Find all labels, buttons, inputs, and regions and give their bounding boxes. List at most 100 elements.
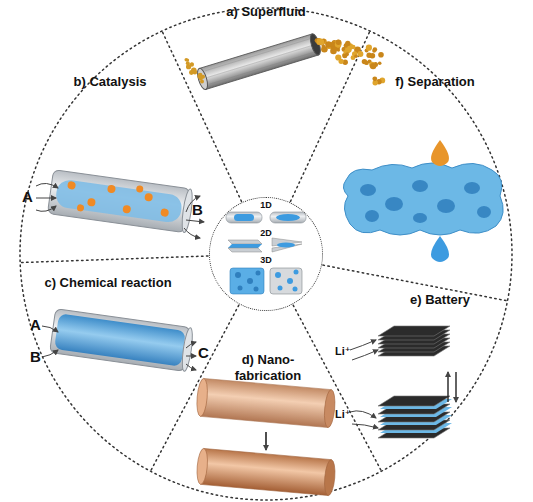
divider-line <box>20 256 208 263</box>
tube-body <box>201 448 332 495</box>
gold-particle <box>370 63 376 69</box>
sector-heading: e) Battery <box>385 292 495 310</box>
sector-heading: a) Superfluid <box>186 4 346 22</box>
water-icons <box>275 270 299 292</box>
tube-end <box>196 448 209 485</box>
template-tube <box>196 378 337 428</box>
tube-end <box>195 67 209 90</box>
water-droplet <box>431 236 449 262</box>
flow-arrow <box>36 206 56 211</box>
divider-line <box>162 31 242 201</box>
layered-electrode <box>378 326 450 356</box>
reactant-label: C <box>198 344 209 361</box>
intercalated-electrode <box>378 396 452 438</box>
porous-membrane <box>343 140 503 262</box>
water-icon <box>276 214 300 221</box>
tube-body <box>199 34 318 90</box>
gold-particle <box>345 52 349 56</box>
ion-arrow <box>350 411 376 418</box>
center-circle: 1D2D3D <box>209 197 323 311</box>
gold-particle <box>362 59 367 64</box>
gold-particle <box>372 76 377 81</box>
nanotube <box>195 33 322 91</box>
gold-particle <box>373 47 378 52</box>
product-tube <box>196 448 337 496</box>
flow-arrow <box>36 198 56 199</box>
reversible-arrows <box>448 372 456 402</box>
flowing-particles <box>185 38 386 85</box>
sector-heading: d) Nano- fabrication <box>222 352 314 386</box>
tube-wall <box>50 309 191 371</box>
gold-particle <box>370 54 374 58</box>
flow-arrow <box>186 220 204 222</box>
membrane-pores <box>360 180 491 223</box>
sector-heading: c) Chemical reaction <box>28 275 188 293</box>
flow-arrows <box>36 183 204 238</box>
framework-icon <box>230 268 264 294</box>
tube-icon <box>226 212 262 223</box>
flow-arrow <box>186 342 196 348</box>
confined-water <box>55 178 184 223</box>
catalysis-tube <box>47 170 194 233</box>
reaction-tube <box>50 309 195 372</box>
gold-particle <box>357 51 363 57</box>
gold-particle <box>372 49 376 53</box>
sector-title: e) Battery <box>385 292 495 308</box>
flow-arrow <box>186 356 196 357</box>
tube-end <box>323 389 336 428</box>
gold-particle <box>190 62 194 66</box>
flow-arrows <box>42 326 196 370</box>
gold-particle <box>186 61 190 65</box>
gold-particle <box>378 52 384 58</box>
gold-particle <box>200 80 204 84</box>
ion-label: Li⁺ <box>335 345 351 358</box>
sheet-icon <box>228 248 262 252</box>
sector-title: c) Chemical reaction <box>28 275 188 291</box>
gold-particle <box>351 45 356 50</box>
ion-label: Li⁺ <box>335 408 351 421</box>
tube-wall <box>47 170 190 233</box>
oil-droplet <box>431 140 449 166</box>
sector-heading: f) Separation <box>370 74 500 92</box>
sector-title: d) Nano- fabrication <box>222 352 314 383</box>
catalyst-particles <box>64 175 172 223</box>
flow-arrow <box>42 350 58 357</box>
tube-body <box>201 378 332 427</box>
outer-circle <box>20 8 512 500</box>
gold-particle <box>366 45 372 51</box>
gold-particle <box>378 62 382 66</box>
framework-icon <box>270 268 302 294</box>
dimension-icons <box>226 212 306 294</box>
confined-water <box>54 313 186 366</box>
sheet-icon <box>228 240 262 244</box>
sector-heading: b) Catalysis <box>50 74 170 92</box>
gold-particle <box>325 41 332 48</box>
ion-arrow <box>352 350 378 360</box>
water-icon <box>228 244 262 248</box>
reactant-label: A <box>30 316 41 333</box>
gold-particle <box>191 67 197 73</box>
gold-particle <box>335 54 341 60</box>
gold-particle <box>336 40 341 45</box>
reactant-label: B <box>30 348 41 365</box>
gold-particle <box>198 73 203 78</box>
sector-dividers <box>20 31 507 471</box>
graphene-layer <box>378 396 450 406</box>
reactant-label: A <box>22 188 33 205</box>
gold-particle <box>332 46 337 51</box>
arrow-down <box>455 372 456 402</box>
tube-lattice <box>205 39 314 85</box>
water-icon <box>234 214 254 221</box>
flow-arrow <box>184 228 200 238</box>
sector-title: f) Separation <box>370 74 500 90</box>
pore-icons <box>235 271 261 292</box>
flow-arrow <box>186 364 196 370</box>
tube-end <box>196 378 209 417</box>
membrane-body <box>343 163 503 235</box>
flow-arrow <box>42 326 58 332</box>
ion-arrow <box>350 340 376 350</box>
dimension-label: 2D <box>210 228 322 239</box>
dimension-label: 3D <box>210 255 322 266</box>
tube-end <box>323 459 336 496</box>
